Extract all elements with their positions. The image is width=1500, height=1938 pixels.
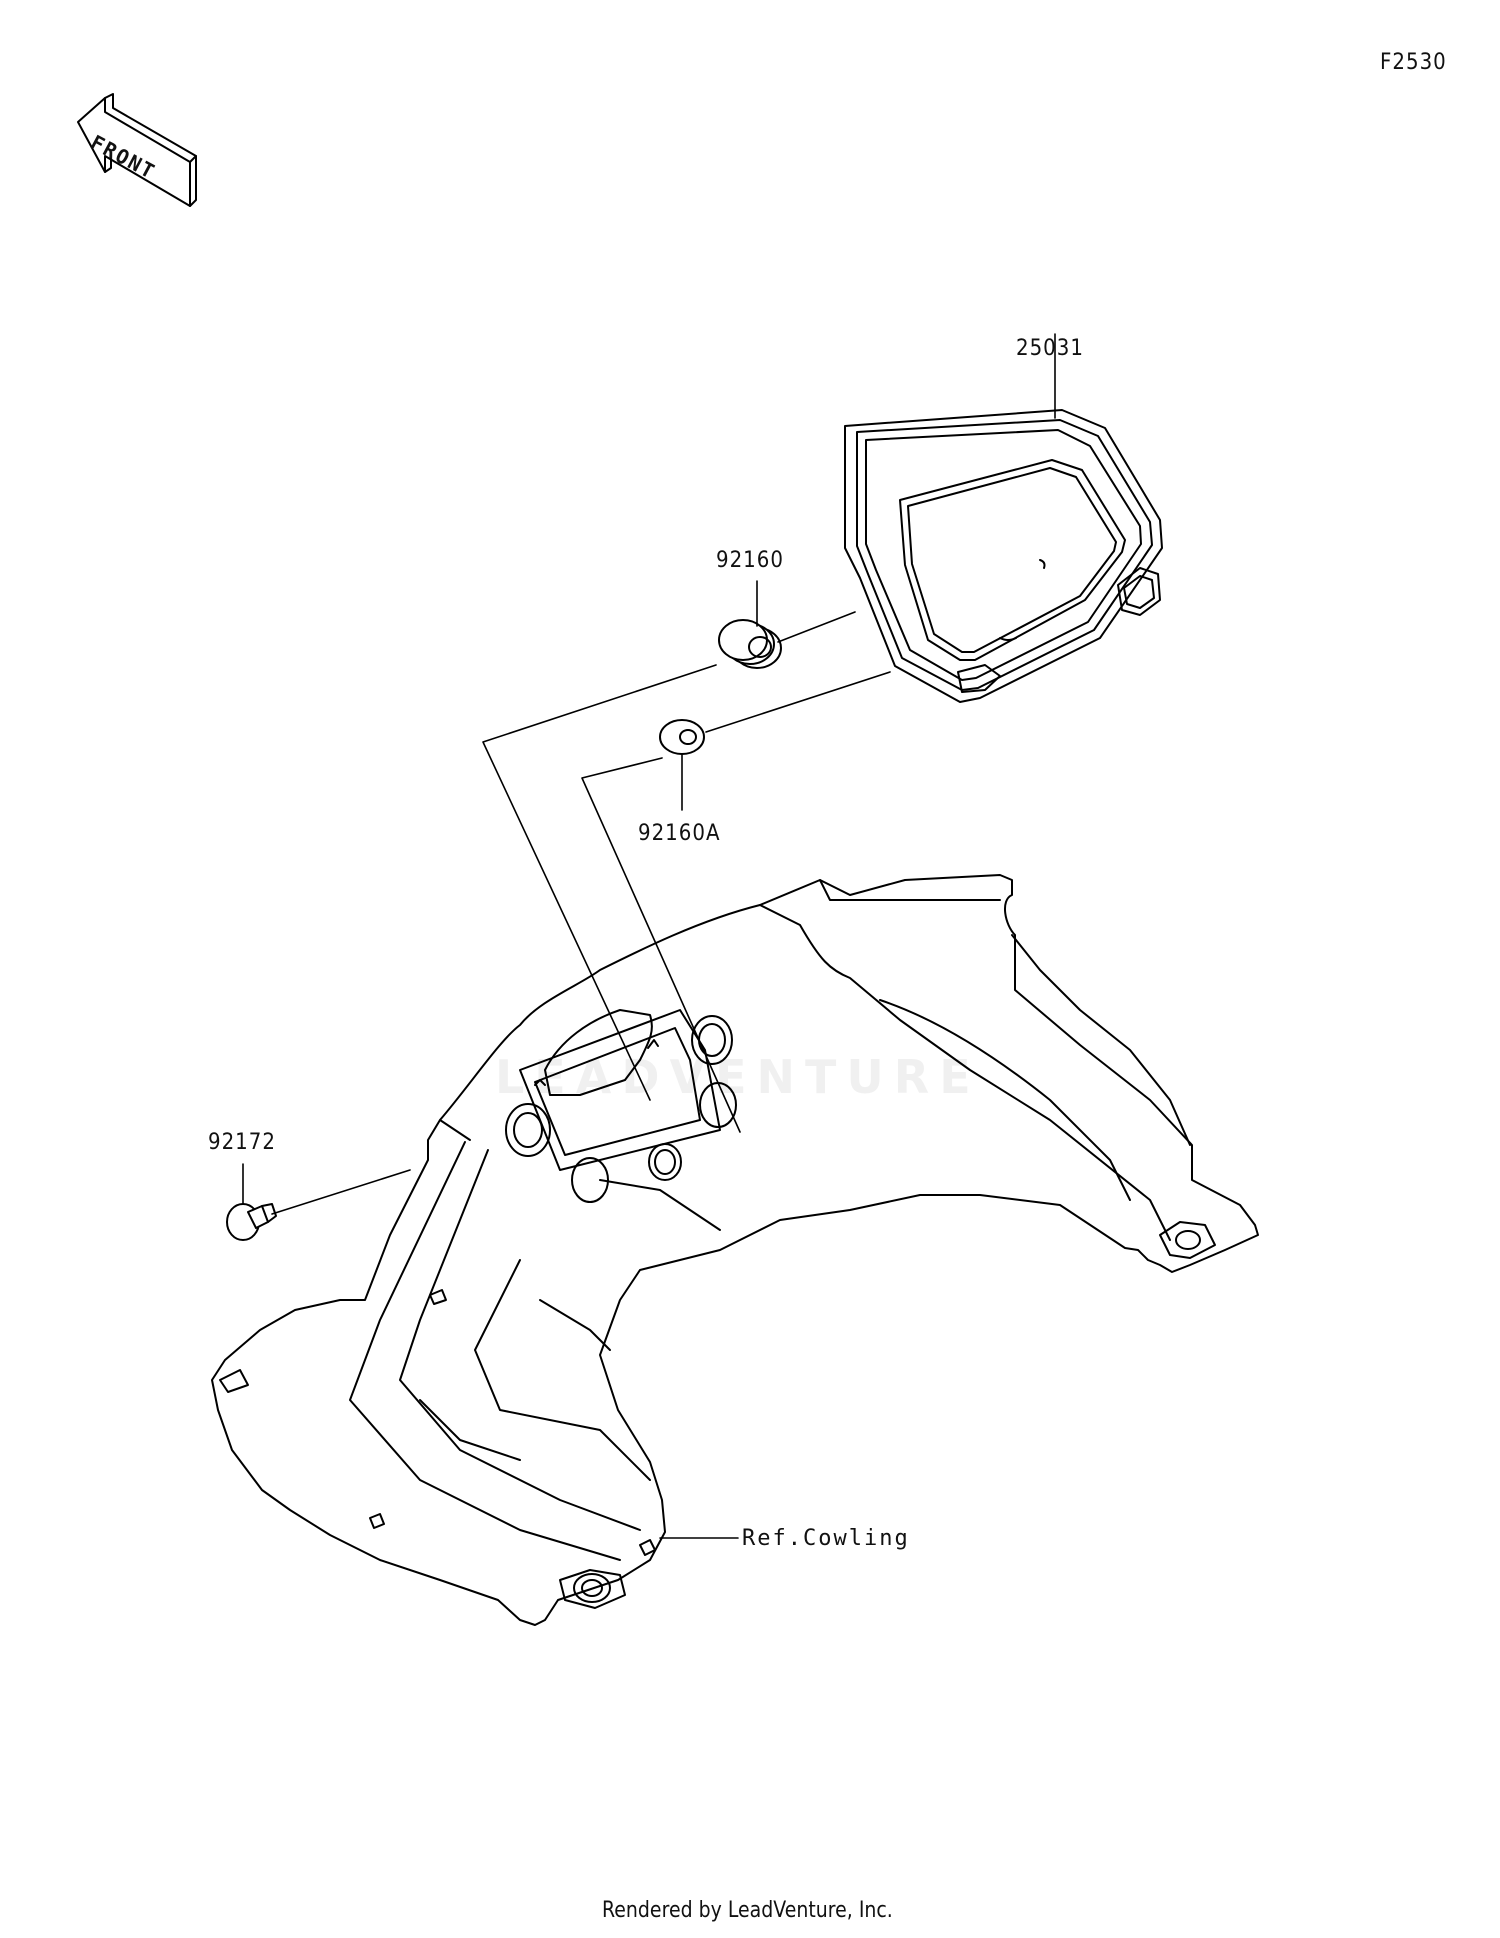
watermark: LEADVENTURE — [495, 1050, 981, 1104]
cowling-ref — [211, 874, 1259, 1626]
part-label-92160a: 92160A — [638, 821, 721, 846]
part-label-92160: 92160 — [716, 548, 784, 573]
footer-credit: Rendered by LeadVenture, Inc. — [602, 1898, 893, 1923]
meter-assembly-25031 — [844, 409, 1163, 703]
leader-lines — [242, 333, 1056, 1539]
part-label-25031: 25031 — [1016, 336, 1084, 361]
ref-label-cowling: Ref.Cowling — [742, 1526, 910, 1551]
part-label-92172: 92172 — [208, 1130, 276, 1155]
grommet-92160 — [718, 619, 782, 669]
bolt-92172 — [226, 1203, 277, 1241]
grommet-92160a — [659, 719, 705, 755]
front-arrow-icon — [77, 93, 197, 207]
figure-code: F2530 — [1380, 50, 1447, 75]
